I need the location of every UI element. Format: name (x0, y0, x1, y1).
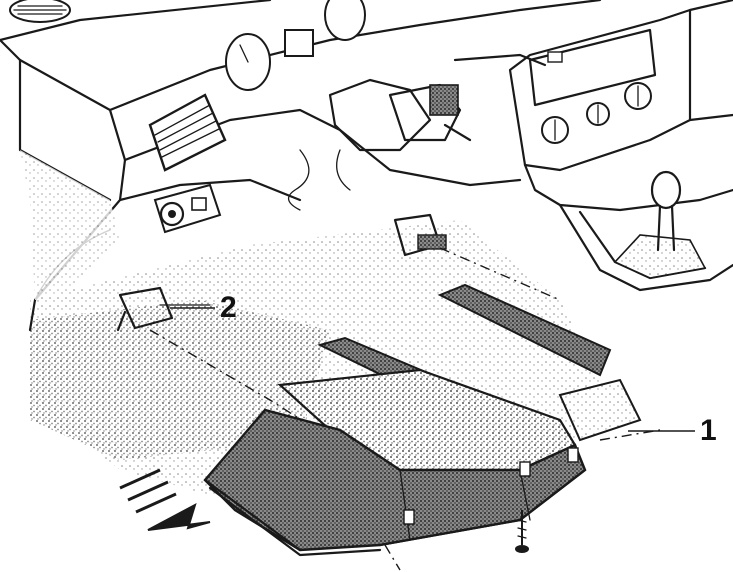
callout-1-label: 1 (700, 414, 717, 447)
screw-icon (515, 510, 529, 553)
gear-lever-icon (558, 170, 733, 292)
glovebox-tray (203, 283, 661, 571)
vent-grille-icon (9, 0, 71, 23)
callout-2-label: 2 (220, 291, 237, 324)
gauge-icon (225, 0, 366, 91)
air-vent-icon (148, 93, 227, 172)
light-switch-icon (153, 183, 222, 234)
center-console (508, 0, 733, 292)
dashboard (0, 0, 602, 332)
heater-control-knob-icon (541, 82, 652, 144)
callout-leaders (170, 307, 695, 432)
mounting-clip (393, 213, 561, 301)
steering-column-assembly (288, 53, 547, 211)
removal-direction-arrow-icon (119, 468, 211, 531)
radio-unit (528, 28, 657, 107)
